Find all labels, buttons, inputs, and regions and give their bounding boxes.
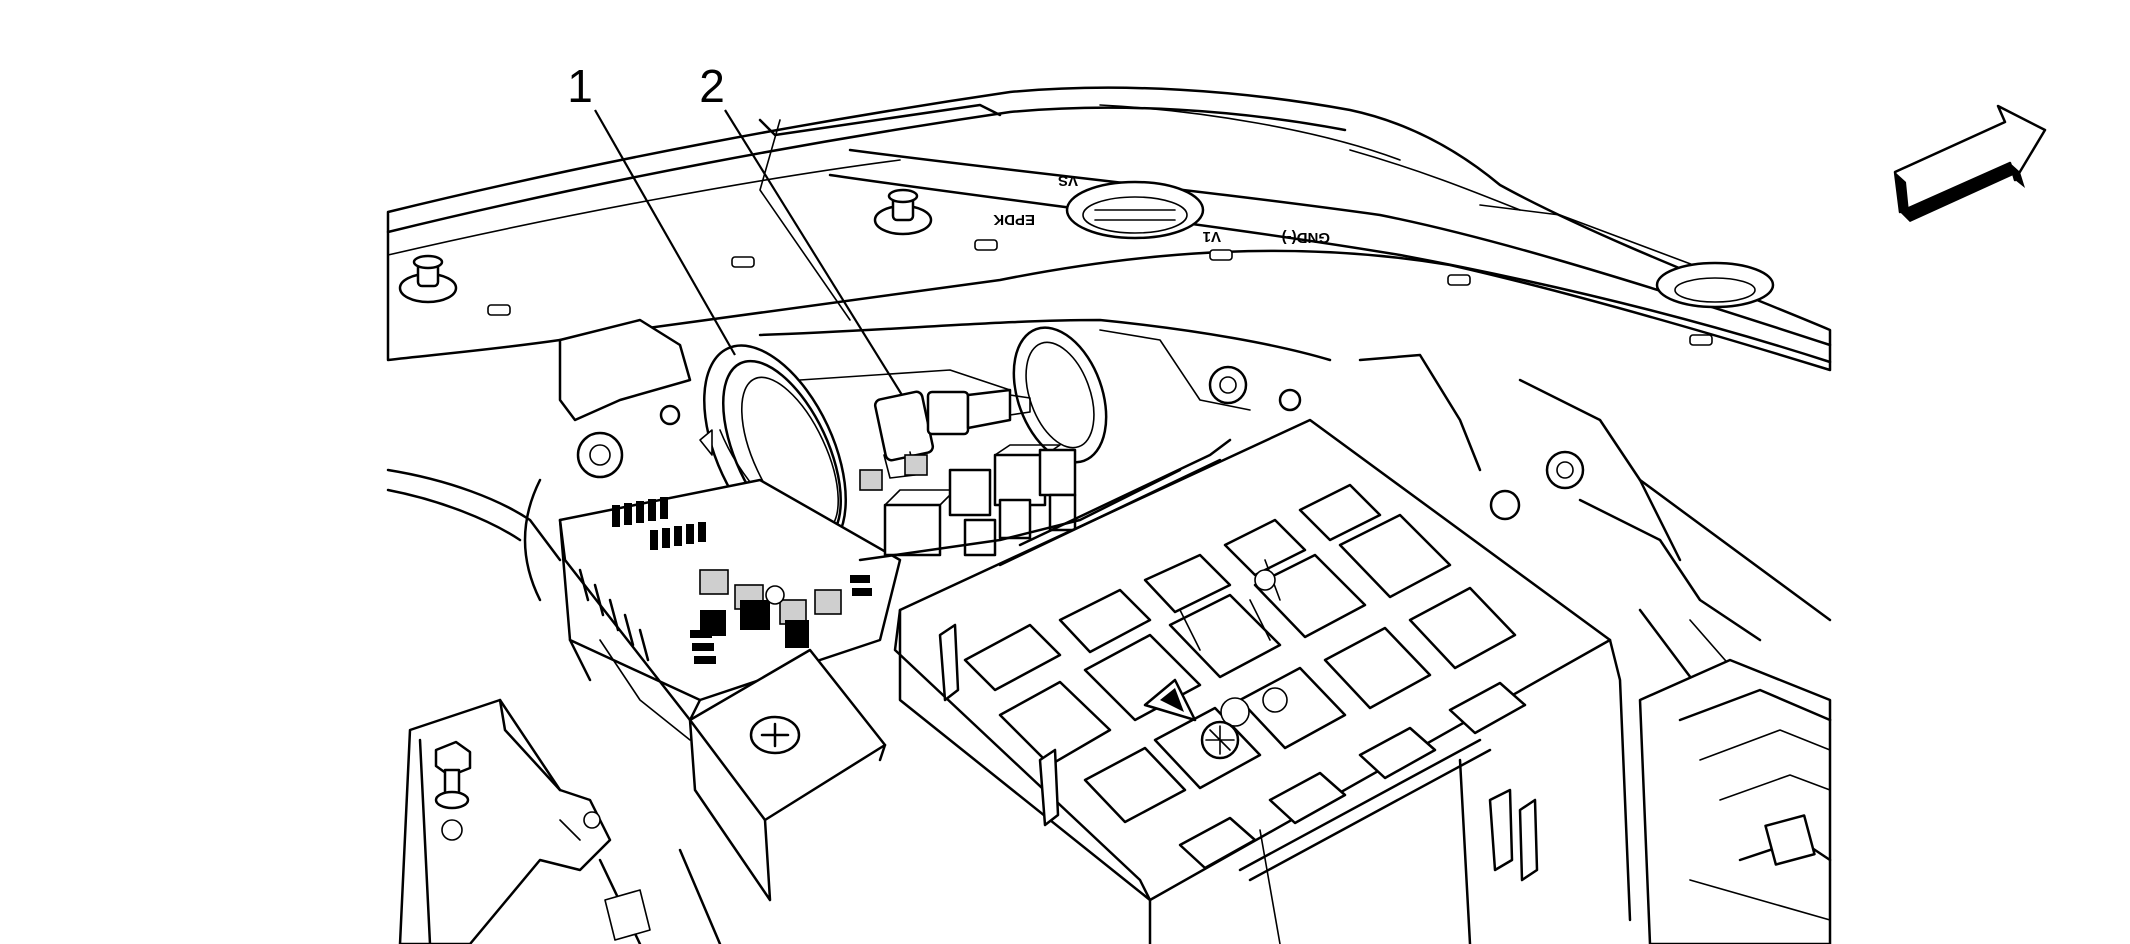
push-pin-fastener — [398, 254, 458, 304]
tray-openings — [963, 483, 1527, 870]
forward-arrow-icon — [1893, 104, 2047, 222]
left-fender-apron — [386, 318, 692, 562]
stencil-vent-code: VS — [1058, 172, 1078, 189]
rear-mechanical-area — [758, 318, 1832, 882]
cowl-vent-holes — [1065, 180, 1775, 309]
callout-1: 1 — [567, 60, 736, 356]
cowl-stencils: VS EPDK V1 GND(-) — [993, 172, 1330, 246]
callout-label-1: 1 — [567, 60, 593, 112]
relay-cluster — [858, 444, 1182, 562]
plus-icon — [749, 715, 801, 755]
callout-leader-1 — [594, 109, 736, 356]
cowl-fasteners — [398, 188, 1713, 346]
battery — [688, 648, 887, 902]
fuse-row — [612, 497, 706, 550]
left-lower-lines — [523, 478, 722, 944]
callout-label-2: 2 — [699, 60, 725, 112]
lower-right-components — [1638, 658, 1832, 944]
push-pin-fastener — [873, 188, 933, 236]
stencil-ground-mark: GND(-) — [1282, 229, 1330, 246]
stencil-panel-mark-b: V1 — [1203, 228, 1221, 245]
callout-leader-2 — [724, 109, 903, 396]
stencil-panel-mark-a: EPDK — [993, 211, 1035, 228]
battery-tray — [893, 418, 1632, 944]
fuse-relay-block — [558, 478, 902, 722]
callout-2: 2 — [699, 60, 903, 396]
hex-nut — [434, 740, 472, 841]
lower-left-bracket — [398, 698, 612, 944]
component-2-bulb-connector — [873, 388, 1031, 479]
